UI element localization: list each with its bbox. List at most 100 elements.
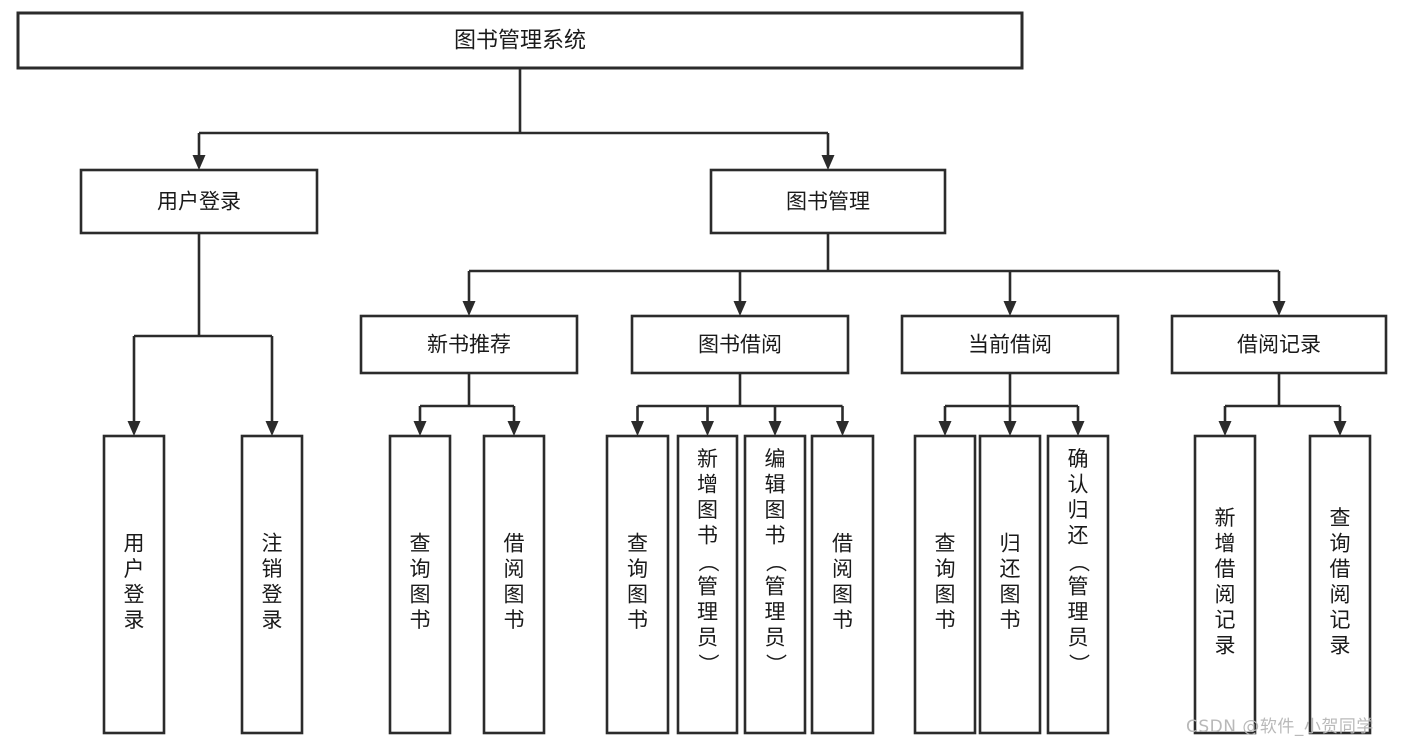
node-n_borrow[interactable]: 图书借阅 [630, 314, 850, 375]
node-n_current[interactable]: 当前借阅 [900, 314, 1120, 375]
node-box[interactable] [900, 314, 1120, 375]
arrow-head-icon [1272, 301, 1286, 316]
node-label-char: 阅 [1215, 583, 1236, 607]
node-label-char: 记 [1330, 608, 1351, 632]
arrow-head-icon [192, 155, 206, 170]
node-label-char: ） [696, 653, 720, 674]
node-box[interactable] [102, 434, 166, 735]
node-label-char: 新 [697, 447, 718, 471]
node-box[interactable] [978, 434, 1042, 735]
arrow-head-icon [413, 421, 427, 436]
node-label-char: 书 [504, 608, 525, 632]
node-label-char: 管 [1068, 575, 1089, 599]
node-box[interactable] [16, 11, 1024, 70]
node-box[interactable] [359, 314, 579, 375]
node-label-char: 书 [935, 608, 956, 632]
node-box[interactable] [913, 434, 977, 735]
arrow-head-icon [507, 421, 521, 436]
node-label-char: 图 [935, 583, 956, 607]
node-box[interactable] [676, 434, 739, 735]
node-label-char: 认 [1068, 473, 1089, 497]
node-label: 新书推荐 [427, 333, 511, 357]
node-label-char: 图 [627, 583, 648, 607]
arrow-head-icon [127, 421, 141, 436]
node-box[interactable] [1170, 314, 1388, 375]
node-label-char: 图 [765, 498, 786, 522]
node-box[interactable] [810, 434, 875, 735]
node-box[interactable] [79, 168, 319, 235]
node-label-char: 确 [1068, 447, 1089, 471]
node-box[interactable] [1046, 434, 1110, 735]
node-box[interactable] [605, 434, 670, 735]
node-label-char: 新 [1215, 506, 1236, 530]
arrow-head-icon [462, 301, 476, 316]
node-label-char: 书 [697, 524, 718, 548]
node-box[interactable] [240, 434, 304, 735]
node-label-char: 增 [1215, 532, 1236, 556]
arrow-head-icon [265, 421, 279, 436]
node-label-char: 注 [262, 532, 283, 556]
node-label-char: 录 [124, 608, 145, 632]
node-n_book_mgmt[interactable]: 图书管理 [709, 168, 947, 235]
node-label-char: 用 [124, 532, 145, 556]
node-label-char: 询 [1330, 532, 1351, 556]
node-label-char: 还 [1068, 524, 1089, 548]
node-box[interactable] [743, 434, 807, 735]
node-n_user_login[interactable]: 用户登录 [79, 168, 319, 235]
node-l_login[interactable]: 用户登录 [102, 434, 166, 735]
arrow-head-icon [938, 421, 952, 436]
node-label-char: （ [764, 551, 788, 572]
node-label-char: 员 [765, 626, 786, 650]
node-box[interactable] [1193, 434, 1257, 735]
node-box[interactable] [388, 434, 452, 735]
node-root[interactable]: 图书管理系统 [16, 11, 1024, 70]
connector-layer [127, 68, 1347, 436]
node-label: 当前借阅 [968, 333, 1052, 357]
watermark-label: CSDN @软件_小贺同学 [1186, 717, 1374, 737]
node-label-char: 图 [697, 498, 718, 522]
node-label-char: ） [1067, 653, 1091, 674]
node-label-char: 阅 [1330, 583, 1351, 607]
node-label-char: 书 [765, 524, 786, 548]
node-label-char: 阅 [832, 557, 853, 581]
node-label: 图书管理 [786, 190, 870, 214]
arrow-head-icon [1003, 421, 1017, 436]
node-label-char: 员 [1068, 626, 1089, 650]
node-label-char: 户 [124, 557, 145, 581]
node-label-char: 书 [627, 608, 648, 632]
node-box[interactable] [630, 314, 850, 375]
node-label-char: 记 [1215, 608, 1236, 632]
node-label-char: 书 [1000, 608, 1021, 632]
node-box[interactable] [709, 168, 947, 235]
node-label-char: 图 [504, 583, 525, 607]
node-label: 图书管理系统 [454, 29, 586, 54]
node-box[interactable] [482, 434, 546, 735]
node-box[interactable] [1308, 434, 1372, 735]
node-n_records[interactable]: 借阅记录 [1170, 314, 1388, 375]
node-label: 用户登录 [124, 532, 145, 633]
node-label-char: 查 [627, 532, 648, 556]
node-n_new_rec[interactable]: 新书推荐 [359, 314, 579, 375]
arrow-head-icon [1003, 301, 1017, 316]
